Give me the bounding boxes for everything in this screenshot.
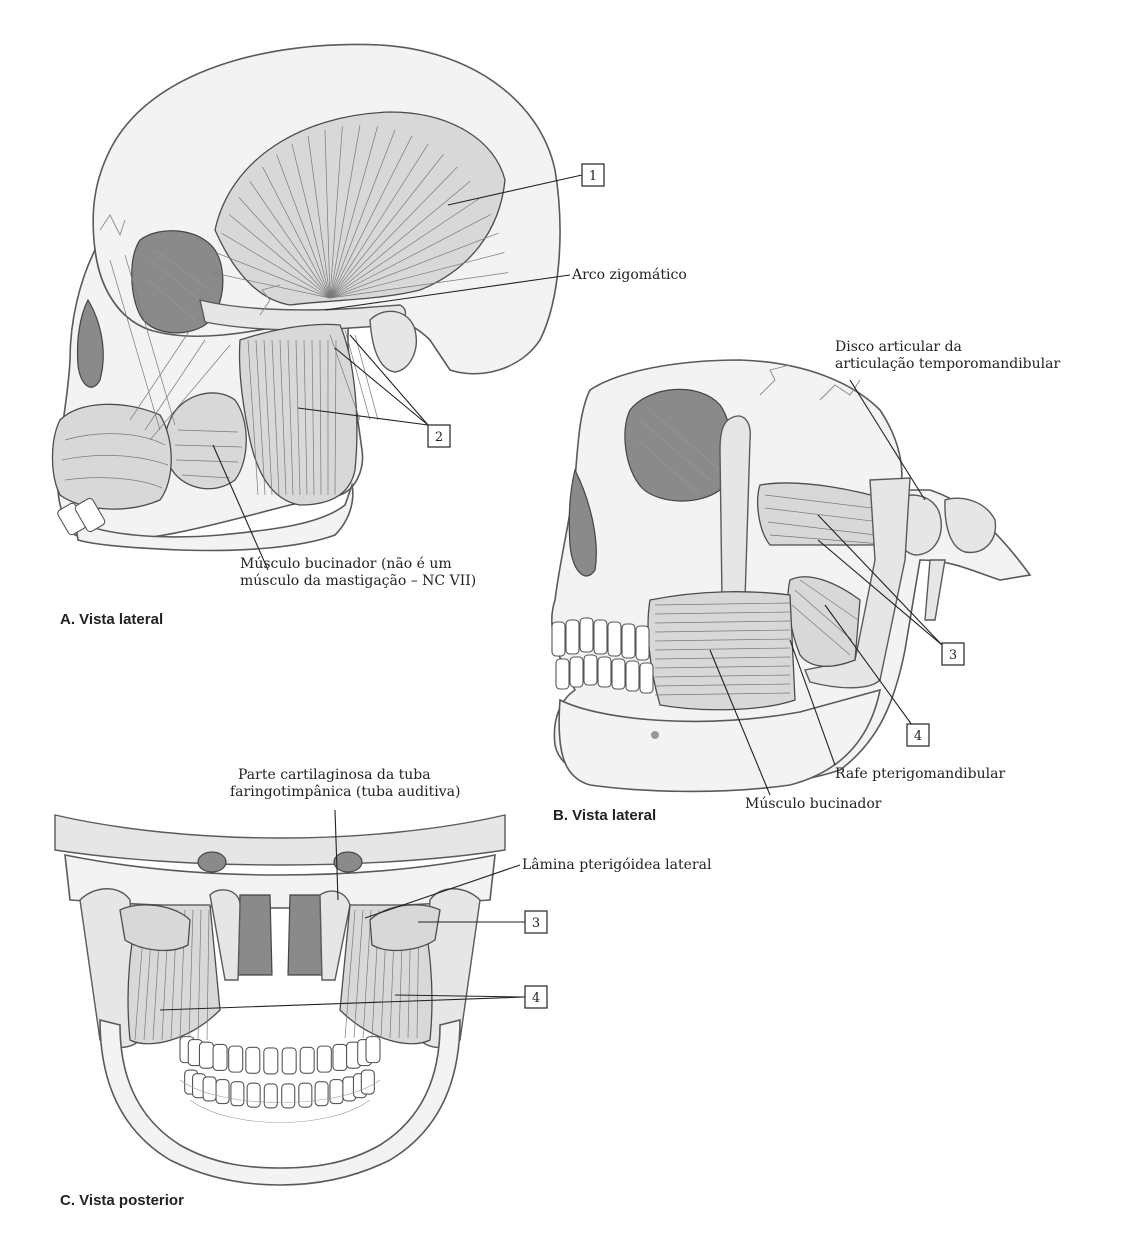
label-box-3-b: [941, 642, 965, 666]
panel-c-illustration: [54, 814, 506, 1186]
leader-arco: [324, 274, 571, 311]
label-number-4-b: 4: [914, 729, 922, 744]
label-buccinator-a-line1: Músculo bucinador (não é um: [240, 556, 452, 572]
panel-c-skull-base: [54, 814, 506, 866]
label-number-1: 1: [589, 169, 597, 184]
panel-a-lips: [51, 403, 172, 510]
panel-b-title: B. Vista lateral: [553, 807, 656, 824]
label-number-3-c: 3: [532, 916, 540, 931]
label-lamina: Lâmina pterigóidea lateral: [522, 857, 712, 873]
label-tuba-line2: faringotimpânica (tuba auditiva): [230, 784, 460, 800]
label-box-3-c: [524, 910, 548, 934]
label-box-4-c: [524, 985, 548, 1009]
label-box-2: [427, 424, 451, 448]
panel-b-leaders: [709, 379, 943, 796]
leader-3b: [817, 539, 943, 646]
label-rafe: Rafe pterigomandibular: [835, 766, 1005, 782]
label-arco-zigomatico: Arco zigomático: [571, 267, 687, 283]
label-buccinator-b: Músculo bucinador: [745, 796, 882, 812]
panel-c-choana-right: [287, 894, 323, 976]
leader-rafe: [789, 639, 836, 766]
label-number-2: 2: [435, 430, 443, 445]
panel-c-mandible: [99, 1018, 461, 1186]
leader-disco: [849, 379, 926, 501]
panel-c-leaders: [159, 809, 526, 1011]
leader-1: [447, 174, 583, 206]
leader-4c-right: [394, 994, 526, 998]
leader-4c-left: [159, 996, 526, 1011]
label-box-1: [581, 163, 605, 187]
panel-c-title: C. Vista posterior: [60, 1192, 184, 1209]
label-disco-line2: articulação temporomandibular: [835, 356, 1060, 372]
leader-buc-a: [212, 444, 269, 571]
label-number-4-c: 4: [532, 991, 540, 1006]
label-number-3-b: 3: [949, 648, 957, 663]
leader-buc-b: [709, 649, 771, 796]
label-buccinator-a-line2: músculo da mastigação – NC VII): [240, 573, 476, 589]
leader-2c: [349, 334, 429, 426]
leader-tuba: [334, 809, 339, 901]
label-disco-line1: Disco articular da: [835, 339, 962, 355]
panel-a-temporalis-muscle: [214, 111, 506, 306]
leader-lamina: [364, 864, 521, 919]
panel-b-orbit: [624, 388, 732, 502]
leader-2a: [297, 407, 429, 426]
panel-a-leaders: [212, 174, 583, 571]
panel-c-choana-left: [237, 894, 273, 976]
panel-b-illustration: [551, 359, 1032, 793]
panel-a-illustration: [51, 43, 561, 552]
leader-2b: [334, 347, 429, 426]
leader-3a: [817, 514, 943, 646]
label-tuba-line1: Parte cartilaginosa da tuba: [238, 767, 431, 783]
panel-a-title: A. Vista lateral: [60, 611, 163, 628]
label-box-4-b: [906, 723, 930, 747]
panel-a-mandible: [73, 481, 354, 552]
leader-4: [824, 604, 913, 726]
panel-b-buccinator-muscle: [647, 591, 796, 711]
